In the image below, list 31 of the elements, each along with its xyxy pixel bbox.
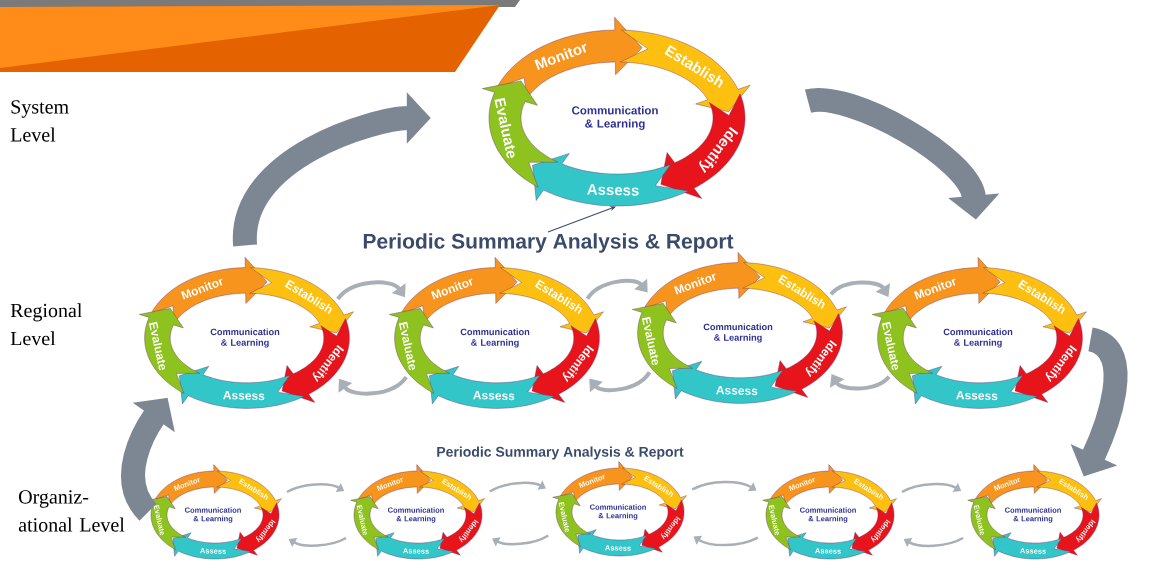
curved-arrow xyxy=(489,480,546,493)
segment-label: Assess xyxy=(716,386,758,396)
curved-arrow xyxy=(829,374,891,391)
level-label: Regional Level xyxy=(10,303,82,346)
curved-arrow xyxy=(336,280,406,301)
curved-arrow xyxy=(492,534,549,547)
segment-label: Evaluate xyxy=(642,316,659,366)
curved-arrow xyxy=(829,280,891,297)
segment-label: Evaluate xyxy=(494,97,515,159)
segment-label: Evaluate xyxy=(399,321,416,371)
center-text: Communication & Learning xyxy=(703,323,773,343)
heading-text: Periodic Summary Analysis & Report xyxy=(437,446,684,460)
level-label: System Level xyxy=(10,100,69,142)
level-label: Organiz- ational Level xyxy=(18,490,125,532)
segment-label: Assess xyxy=(223,391,265,401)
segment-label: Evaluate xyxy=(149,321,166,371)
center-text: Communication & Learning xyxy=(460,328,530,348)
arrow xyxy=(547,206,616,233)
heading-text: Periodic Summary Analysis & Report xyxy=(363,233,734,253)
center-text: Communication & Learning xyxy=(943,328,1013,348)
segment-label: Assess xyxy=(956,391,998,401)
curved-arrow xyxy=(693,535,759,547)
curved-arrow xyxy=(585,278,648,301)
curved-arrow xyxy=(338,375,408,396)
segment-label: Evaluate xyxy=(882,321,899,371)
curved-arrow xyxy=(589,371,652,393)
center-text: Communication & Learning xyxy=(572,106,658,130)
center-text: Communication & Learning xyxy=(210,328,280,348)
segment-label: Assess xyxy=(473,391,515,401)
curved-arrow xyxy=(691,480,757,492)
segment-label: Assess xyxy=(587,184,639,196)
